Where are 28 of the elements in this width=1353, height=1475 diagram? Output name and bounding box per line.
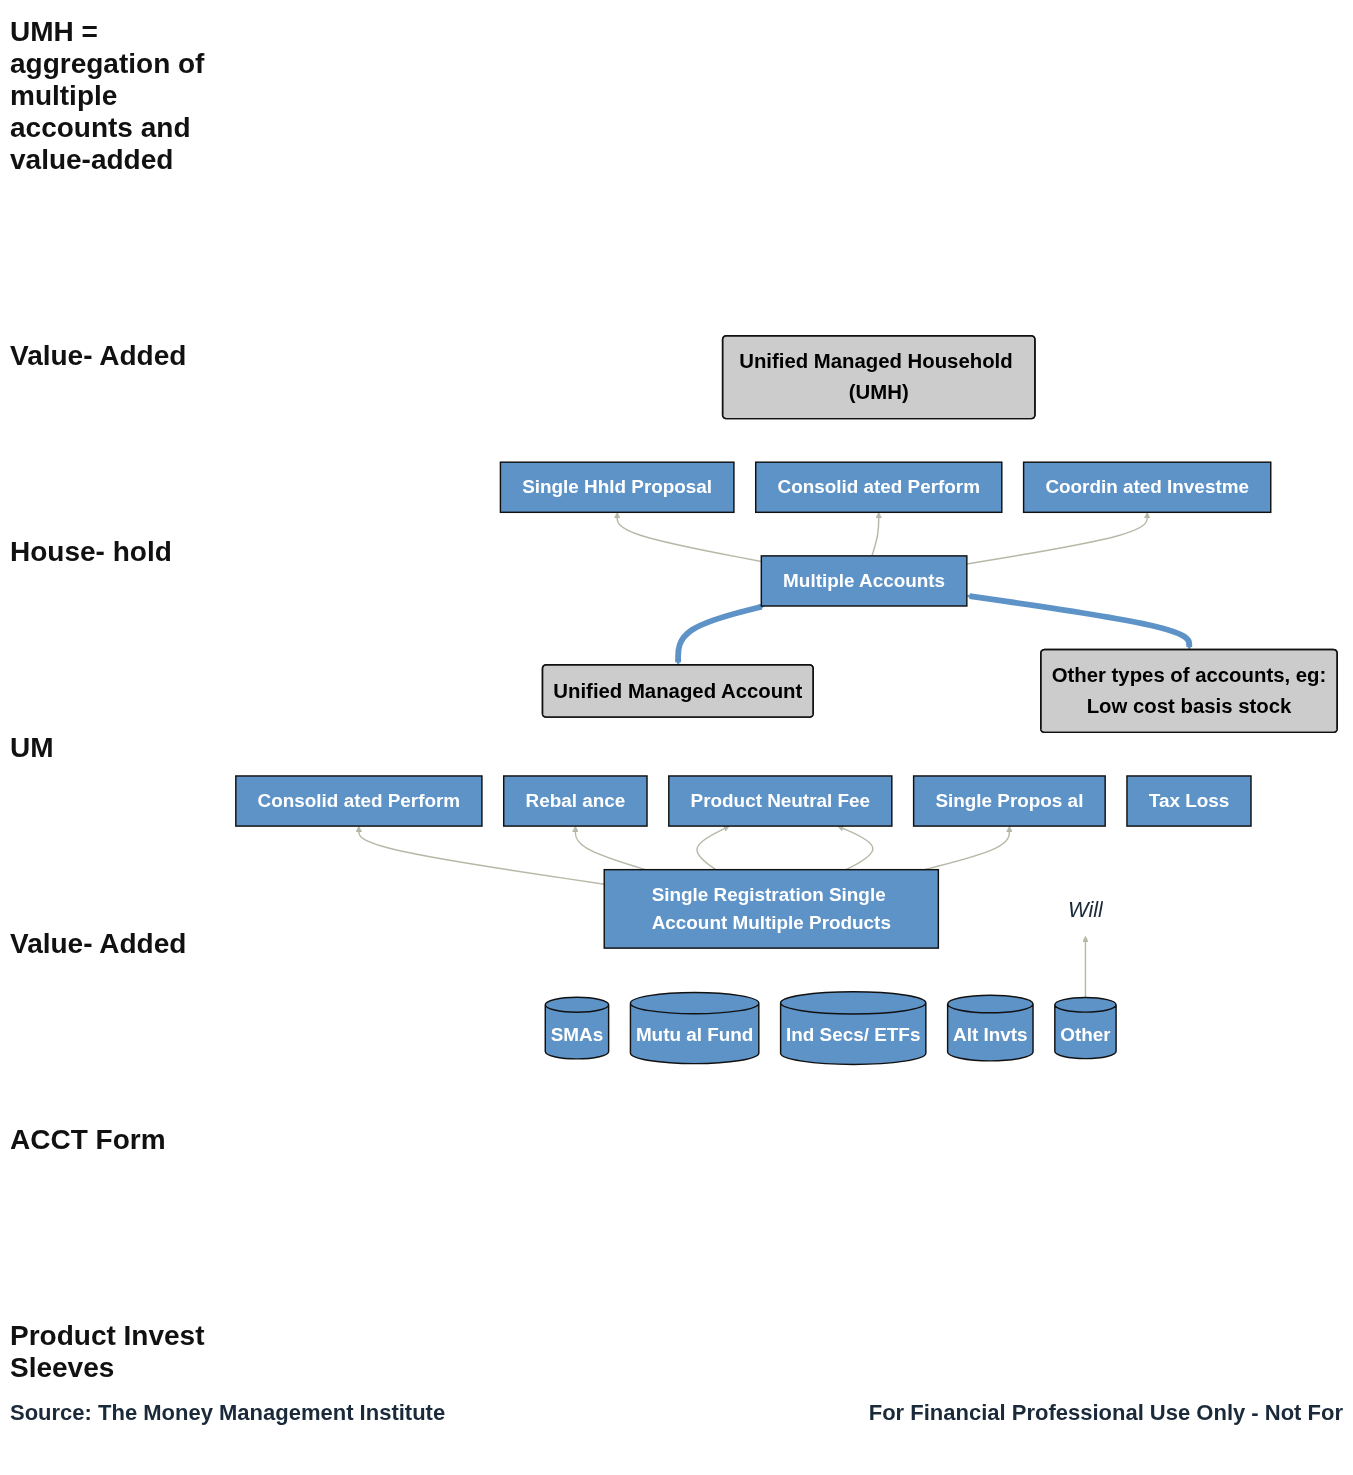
node-box: Coordin ated Investme: [1022, 461, 1272, 513]
node-box: Tax Loss: [1126, 775, 1252, 827]
node-box: Single Propos al: [912, 775, 1106, 827]
node-text: Will: [1068, 896, 1103, 921]
row-label: Product Invest Sleeves: [10, 1320, 206, 1384]
row-label: Value- Added: [10, 928, 188, 960]
arrow: [674, 603, 765, 666]
node-box: Single Hhld Proposal: [499, 461, 735, 513]
node-box: Single Registration Single Account Multiple Products: [603, 868, 940, 949]
arrow: [966, 511, 1151, 565]
arrow: [1082, 935, 1089, 999]
arrow: [837, 825, 874, 871]
node-box: Consolid ated Perform: [235, 775, 483, 827]
arrow: [871, 511, 882, 557]
row-label: Value- Added: [10, 340, 188, 372]
row-label: House- hold: [10, 536, 173, 568]
node-box: Multiple Accounts: [760, 555, 968, 607]
arrow: [355, 825, 605, 885]
source-note: Source: The Money Management Institute: [10, 1400, 446, 1426]
arrow: [966, 593, 1193, 650]
node-box: Product Neutral Fee: [668, 775, 893, 827]
row-label: UMH = aggregation of multiple accounts and value-added: [10, 16, 206, 176]
node-box: Rebal ance: [503, 775, 648, 827]
row-label: UM: [10, 732, 55, 764]
footer-note: For Financial Professional Use Only - Not For: [868, 1400, 1343, 1426]
arrow: [696, 825, 730, 871]
row-label: ACCT Form: [10, 1124, 167, 1156]
node-box: Consolid ated Perform: [755, 461, 1003, 513]
